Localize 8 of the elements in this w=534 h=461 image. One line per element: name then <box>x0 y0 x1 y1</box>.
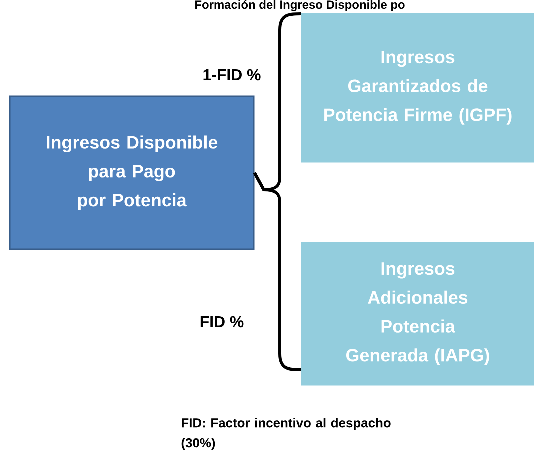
bracket-connector <box>253 172 302 372</box>
process-box: Ingresos Disponible para Pago por Potencia <box>9 96 255 250</box>
process-box: Ingresos Garantizados de Potencia Firme (IGPF) <box>301 13 534 163</box>
edge-label: 1-FID % <box>202 68 262 82</box>
process-box: Ingresos Adicionales Potencia Generada (IAPG) <box>301 242 534 386</box>
edge-label: FID % <box>198 315 246 329</box>
note: FID: Factor incentivo al despacho (30%) <box>182 418 391 450</box>
title: Formación del Ingreso Disponible po <box>196 0 405 12</box>
